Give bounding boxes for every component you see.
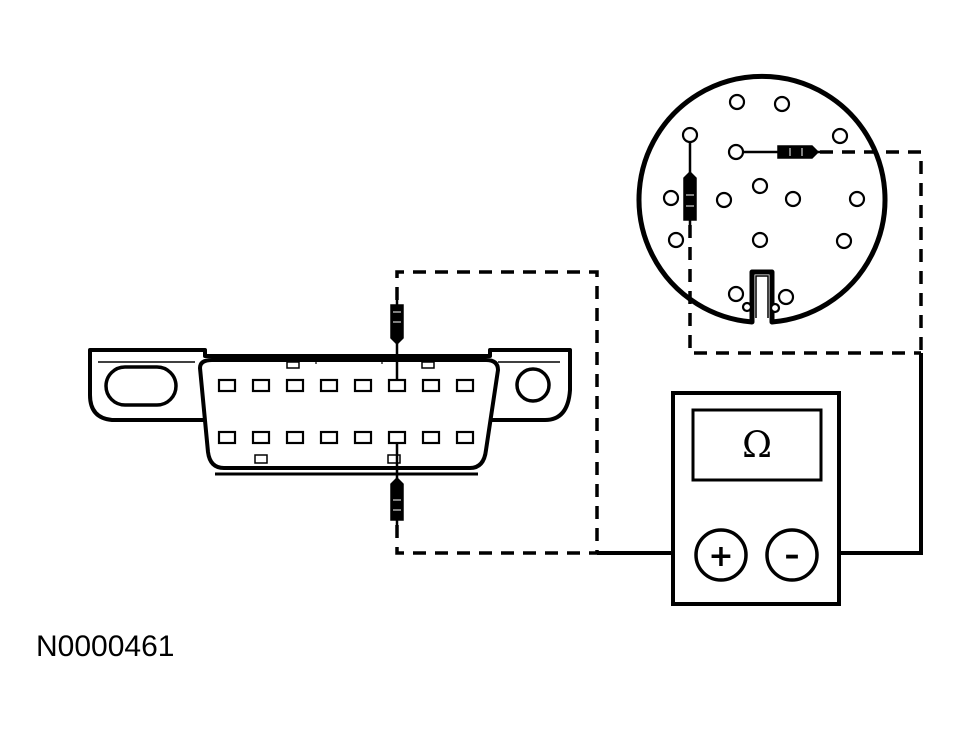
round-connector-pin — [848, 190, 866, 208]
round-connector-pin — [727, 143, 745, 161]
dlc-pin — [387, 430, 407, 445]
round-connector-right-lead — [820, 150, 923, 353]
dlc-pin — [251, 430, 271, 445]
ohm-symbol: Ω — [742, 425, 772, 466]
dlc-pin — [285, 430, 305, 445]
dlc-bottom-lead — [395, 525, 597, 555]
round-connector-pin — [751, 231, 769, 249]
round-connector-pins — [662, 93, 866, 314]
round-connector-pin — [728, 93, 746, 111]
round-connector-pin — [784, 190, 802, 208]
dlc-pin — [455, 430, 475, 445]
round-connector-pin — [667, 231, 685, 249]
round-connector-pin — [741, 301, 753, 313]
data-link-connector — [88, 300, 572, 525]
round-connector-pin — [715, 191, 733, 209]
round-connector-left-test-probe-icon — [683, 142, 697, 225]
figure-reference-id: N0000461 — [36, 630, 174, 663]
dlc-left-mount-slot — [104, 365, 178, 407]
round-connector-pin — [831, 127, 849, 145]
round-connector-pin — [773, 95, 791, 113]
round-connector-pin — [662, 189, 680, 207]
round-connector-pin — [751, 177, 769, 195]
round-connector-right-test-probe-icon — [743, 145, 820, 159]
dlc-pin — [217, 430, 237, 445]
positive-terminal-label: + — [708, 539, 733, 574]
dlc-shell — [198, 358, 500, 470]
dashed-leads — [395, 150, 923, 555]
round-connector-pin — [681, 126, 699, 144]
dlc-pin — [319, 378, 339, 393]
negative-wire — [818, 353, 923, 555]
dlc-pin — [387, 378, 407, 393]
round-connector-body — [636, 73, 888, 325]
dlc-pin — [421, 430, 441, 445]
dlc-top-row-pins — [217, 378, 475, 393]
dlc-pin — [217, 378, 237, 393]
round-connector — [636, 73, 888, 325]
dlc-pin — [353, 378, 373, 393]
dlc-pin — [455, 378, 475, 393]
ohmmeter-display — [691, 408, 823, 482]
round-connector-pin — [727, 285, 745, 303]
dlc-right-mount-hole — [515, 367, 551, 403]
negative-terminal: – — [765, 528, 819, 582]
ohmmeter: Ω + – — [671, 391, 841, 606]
dlc-pin — [251, 378, 271, 393]
dlc-bottom-test-probe-icon — [390, 443, 404, 525]
dlc-pin — [421, 378, 441, 393]
round-connector-pin — [835, 232, 853, 250]
round-connector-pin — [769, 302, 781, 314]
dlc-pin — [285, 378, 305, 393]
positive-terminal: + — [694, 528, 748, 582]
dlc-pin — [353, 430, 373, 445]
dlc-top-test-probe-icon — [390, 300, 404, 380]
round-connector-pin — [777, 288, 795, 306]
negative-terminal-label: – — [785, 538, 800, 573]
dlc-pin — [319, 430, 339, 445]
